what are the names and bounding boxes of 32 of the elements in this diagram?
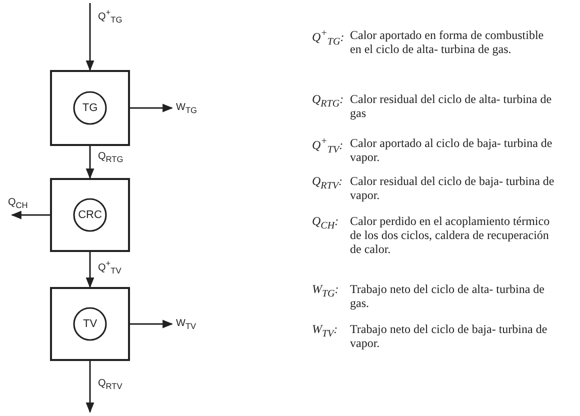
symbol-label: Q$_{RTV}$: [312,174,342,192]
definition-text: Trabajo neto del ciclo de alta- turbina de gas. [350,282,546,310]
symbol-label: W$_{TV}$: [312,322,338,340]
edge-label: Q$_{CH}$ [8,197,28,211]
definition-text: Trabajo neto del ciclo de baja- turbina de vapor. [350,322,548,350]
process-box [50,287,130,361]
node-label: TG [82,102,98,114]
arrow [86,361,94,414]
edge-label: W$_{TG}$ [176,102,198,116]
edge-label: W$_{TV}$ [176,318,196,332]
symbol-label: Q$^{+}$$_{TG}$: [312,28,344,48]
definition-text: Calor residual del ciclo de alta- turbina de gas [350,92,553,120]
process-box [50,70,130,146]
arrow [130,320,174,328]
edge-label: Q$_{RTG}$ [98,151,124,165]
arrow [86,3,94,72]
edge-label: Q$_{RTV}$ [98,378,122,392]
node-label: TV [82,318,98,330]
definition-text: Calor aportado en forma de combustible en el ciclo de alta- turbina de gas. [350,28,545,56]
symbol-label: Q$_{RTG}$: [312,92,344,110]
symbol-label: Q$^{+}$$_{TV}$: [312,136,344,156]
arrow [130,104,174,112]
process-box [50,178,130,252]
definition-text: Calor perdido en el acoplamiento térmico de los dos ciclos, caldera de recuperación de calor. [350,214,551,256]
definition-text: Calor residual del ciclo de baja- turbina de vapor. [350,174,555,202]
node-label: CRC [78,209,102,221]
arrow [10,210,50,220]
definition-text: Calor aportado al ciclo de baja- turbina de vapor. [350,136,554,164]
symbol-label: W$_{TG}$: [312,282,339,300]
symbol-label: Q$_{CH}$: [312,214,339,232]
arrow [86,252,94,288]
arrow [86,146,94,180]
